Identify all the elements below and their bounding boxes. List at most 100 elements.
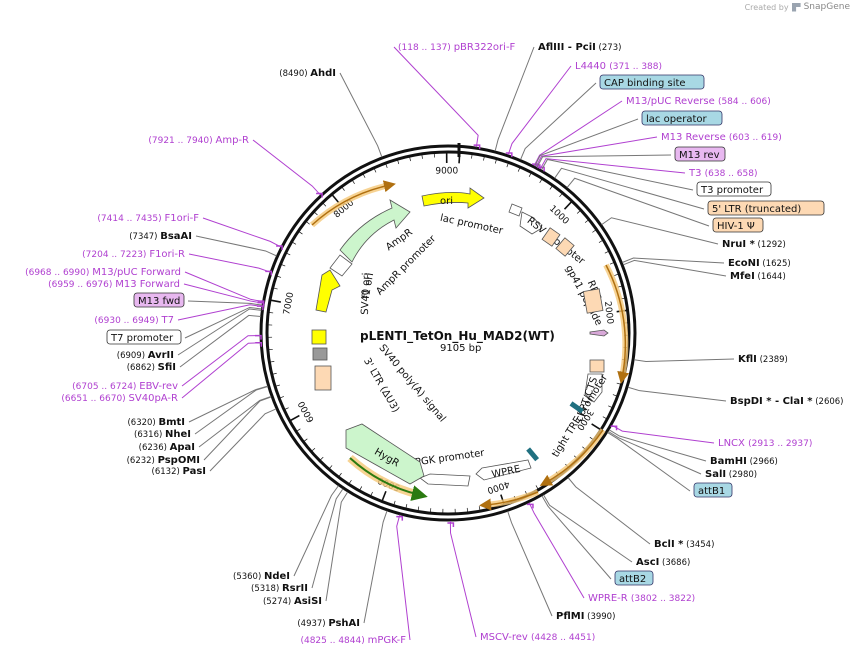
primer-label: (6959 .. 6976) M13 Forward xyxy=(48,279,180,290)
feature-tre-promoter xyxy=(584,373,603,403)
enzyme-label: (6232) PspOMI xyxy=(127,455,200,466)
feature-rsv-promoter xyxy=(519,211,543,235)
callout-primer: M13/pUC Reverse (584 .. 606) xyxy=(626,96,771,107)
feature-cppt xyxy=(589,359,605,373)
callout-line xyxy=(252,139,321,196)
callout-line xyxy=(543,494,633,563)
callout-box-white: T3 promoter xyxy=(696,181,772,197)
primer-label: L4440 (371 .. 388) xyxy=(575,61,662,72)
callout-enzyme: NruI * (1292) xyxy=(722,239,786,250)
feature-box xyxy=(696,181,772,197)
callout-line xyxy=(507,511,553,617)
orf-arc-right-core xyxy=(605,264,630,384)
ruler-tick xyxy=(328,465,333,470)
primer-name: M13/pUC Reverse xyxy=(626,96,718,107)
primer-name: F1ori-F xyxy=(165,213,200,224)
primer-position: (603 .. 619) xyxy=(729,133,782,143)
ruler-tick xyxy=(604,250,610,254)
primer-name: SV40pA-R xyxy=(129,393,178,404)
primer-position: (638 .. 658) xyxy=(705,169,758,179)
primer-label: (7204 .. 7223) F1ori-R xyxy=(82,249,185,260)
primer-name: pBR322ori-F xyxy=(454,42,516,53)
callout-primer: (6959 .. 6976) M13 Forward xyxy=(48,279,180,290)
primer-name: Amp-R xyxy=(216,135,250,146)
ruler-tick xyxy=(483,155,485,161)
enzyme-position: (8490) xyxy=(279,69,310,79)
primer-position: (6968 .. 6990) xyxy=(25,268,92,278)
ruler-tick xyxy=(608,405,613,409)
callout-line xyxy=(601,217,719,245)
enzyme-label: (6236) ApaI xyxy=(139,442,195,453)
snapgene-logo-icon xyxy=(791,2,801,12)
primer-position: (7921 .. 7940) xyxy=(148,136,215,146)
ruler-tick xyxy=(276,275,282,278)
callout-line xyxy=(623,259,727,277)
primer-name: L4440 xyxy=(575,61,609,72)
enzyme-position: (2966) xyxy=(747,457,778,467)
enzyme-position: (5274) xyxy=(263,597,294,607)
callout-line xyxy=(181,335,261,387)
ruler-tick xyxy=(506,162,509,168)
enzyme-name: PspOMI xyxy=(158,455,200,466)
feature-box xyxy=(641,110,723,126)
ruler-tick xyxy=(289,414,300,422)
ruler-tick xyxy=(602,416,608,420)
feature-pgk-label: PGK promoter xyxy=(414,448,486,469)
enzyme-label: (4937) PshAI xyxy=(297,618,360,629)
enzyme-label: BclI * (3454) xyxy=(654,539,714,550)
enzyme-position: (1625) xyxy=(760,259,791,269)
ruler-tick xyxy=(405,504,408,510)
ruler-tick xyxy=(351,179,355,185)
ruler-tick xyxy=(348,479,352,485)
callout-line xyxy=(607,432,691,492)
credit-prefix: Created by xyxy=(744,2,789,12)
feature-attb1-mark xyxy=(569,401,584,414)
callout-box-teal: CAP binding site xyxy=(599,74,705,90)
primer-mark xyxy=(447,522,455,527)
enzyme-label: (6132) PasI xyxy=(152,466,206,477)
primer-position: (6651 .. 6670) xyxy=(61,394,128,404)
enzyme-position: (3990) xyxy=(584,612,615,622)
ruler-tick xyxy=(362,173,366,178)
primer-position: (4825 .. 4844) xyxy=(300,636,367,646)
feature-ampr-promoter xyxy=(329,254,353,277)
primer-name: EBV-rev xyxy=(139,381,178,392)
feature-lac-promoter-label: lac promoter xyxy=(439,213,505,237)
callout-line xyxy=(554,167,705,210)
ruler-tick xyxy=(268,312,274,314)
callout-enzyme: AflIII - PciI (273) xyxy=(538,42,621,53)
callout-line xyxy=(622,257,725,264)
ruler-tick xyxy=(331,193,340,204)
callout-primer: (7414 .. 7435) F1ori-F xyxy=(97,213,199,224)
primer-label: M13/pUC Reverse (584 .. 606) xyxy=(626,96,771,107)
feature-ori-label: ori xyxy=(440,196,453,207)
callout-line xyxy=(634,358,735,362)
callout-line xyxy=(535,136,658,168)
callout-line xyxy=(627,386,727,402)
enzyme-name-2: - ClaI * xyxy=(771,396,813,407)
ruler-label: 9000 xyxy=(435,166,458,176)
ruler-tick xyxy=(466,507,469,513)
ruler-tick xyxy=(319,456,324,461)
orf-arc-bottom-core xyxy=(479,491,539,511)
primer-mark xyxy=(396,515,404,521)
feature-rsv-promoter-label: RSV promoter xyxy=(525,215,587,267)
primer-label: (7921 .. 7940) Amp-R xyxy=(148,135,249,146)
feature-box-label: HIV-1 Ψ xyxy=(717,221,755,232)
enzyme-name: NdeI xyxy=(264,571,290,582)
ruler-tick xyxy=(285,252,291,256)
feature-3ltr xyxy=(314,365,332,391)
callout-enzyme: (5274) AsiSI xyxy=(263,596,322,607)
callout-enzyme: BamHI (2966) xyxy=(710,456,778,467)
callout-line xyxy=(184,306,262,339)
enzyme-label: KflI (2389) xyxy=(738,354,788,365)
callout-line xyxy=(198,395,272,448)
primer-position: (7204 .. 7223) xyxy=(82,250,149,260)
ruler-tick xyxy=(271,372,277,375)
callout-primer: (6705 .. 6724) EBV-rev xyxy=(72,381,178,392)
enzyme-label: SalI (2980) xyxy=(705,469,757,480)
enzyme-label: AscI (3686) xyxy=(636,557,690,568)
plasmid-name: pLENTI_TetOn_Hu_MAD2(WT) xyxy=(360,329,555,343)
enzyme-position: (5318) xyxy=(251,584,282,594)
feature-box-label: CAP binding site xyxy=(604,78,686,89)
